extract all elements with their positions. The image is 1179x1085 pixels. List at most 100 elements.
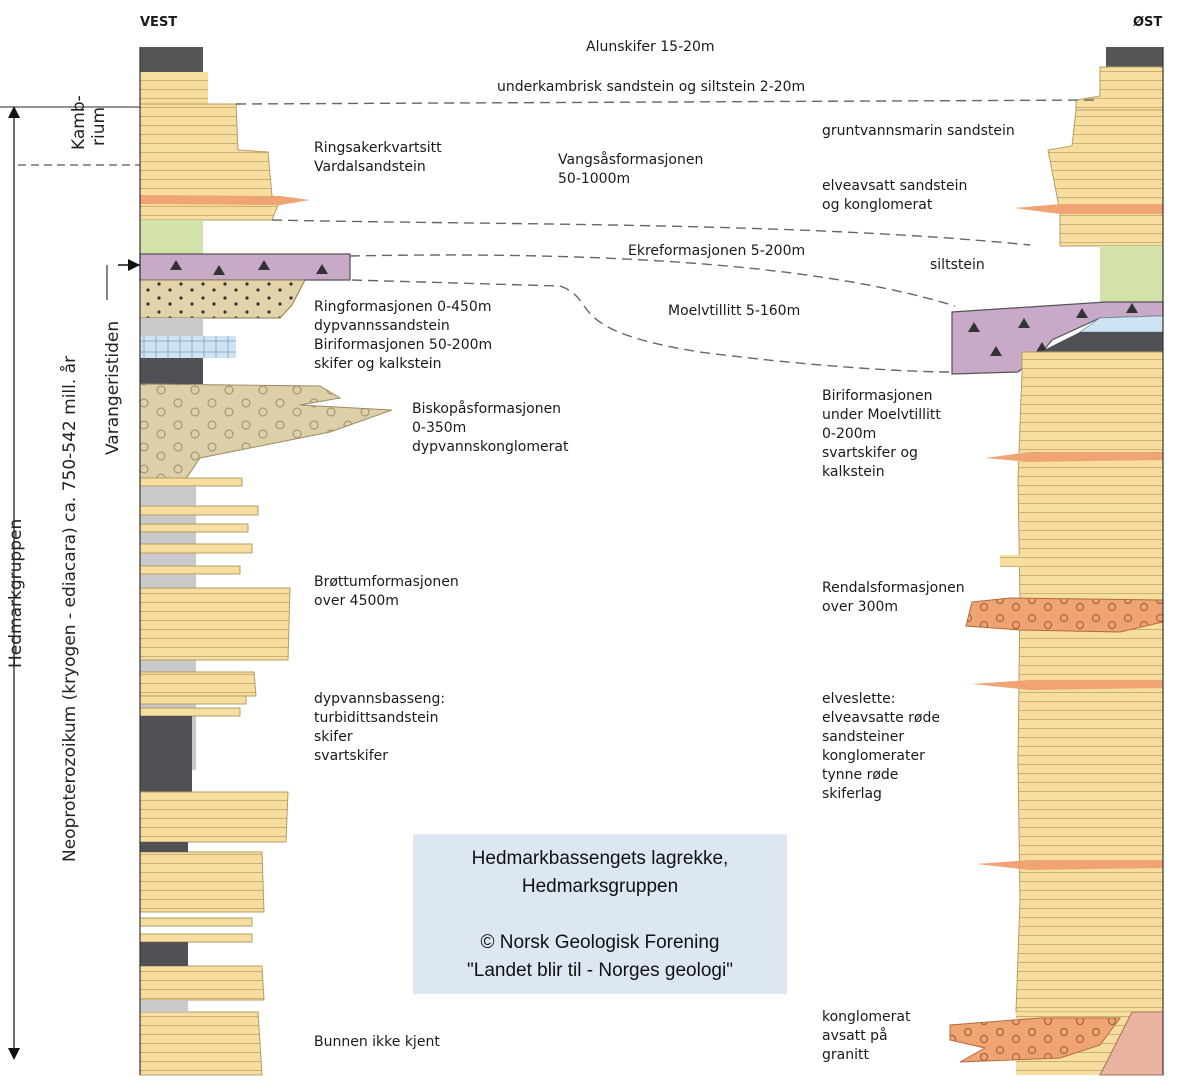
label-gruntvann: gruntvannsmarin sandstein <box>822 123 1015 139</box>
label-ringsaker-2: Vardalsandstein <box>314 159 426 175</box>
west-labels: Ringsakerkvartsitt Vardalsandstein Ringf… <box>314 140 569 1050</box>
kambrium-label-1: Kamb- <box>69 95 89 150</box>
label-vangsas-2: 50-1000m <box>558 171 630 187</box>
east-header: ØST <box>1133 15 1162 30</box>
west-biri-limestone <box>140 336 236 358</box>
west-turbidite-sandstone-beds <box>139 477 291 717</box>
label-vangsas-1: Vangsåsformasjonen <box>558 151 703 168</box>
label-biri-3: 0-200m <box>822 426 876 442</box>
neoproterozoikum-label: Neoproterozoikum (kryogen - ediacara) ca… <box>59 356 80 862</box>
label-elveslette-1: elveslette: <box>822 691 896 707</box>
label-siltstein: siltstein <box>930 257 985 273</box>
label-ring-4: skifer og kalkstein <box>314 356 442 372</box>
label-kong-3: granitt <box>822 1047 869 1063</box>
west-header: VEST <box>140 15 177 30</box>
label-alunskifer: Alunskifer 15-20m <box>586 39 715 55</box>
west-shale-thin-3 <box>140 1000 188 1012</box>
east-lower-cambrian-sandstone <box>1075 66 1164 111</box>
west-black-shale <box>140 358 203 384</box>
west-moelv-tillite <box>139 253 351 281</box>
age-axis <box>0 106 140 1060</box>
west-lower-sandstone-beds <box>139 791 289 1076</box>
label-elveavsatt-1: elveavsatt sandstein <box>822 178 967 194</box>
label-dyp-2: turbiditt­sandstein <box>314 710 438 726</box>
kambrium-label-2: rium <box>89 107 109 146</box>
east-alum-shale <box>1106 47 1163 67</box>
west-alum-shale <box>140 47 203 72</box>
arrow-right-icon <box>128 259 140 271</box>
west-shale-thin <box>140 842 188 852</box>
label-ring-1: Ringformasjonen 0-450m <box>314 299 491 315</box>
west-lower-cambrian-sandstone <box>140 72 208 104</box>
center-labels: Alunskifer 15-20m underkambrisk sandstei… <box>497 39 805 319</box>
line-vangsas-base <box>271 219 1031 246</box>
label-ring-2: dypvannssandstein <box>314 318 450 334</box>
correlation-lines <box>235 99 1101 373</box>
label-brottum-2: over 4500m <box>314 593 399 609</box>
label-brottum-1: Brøttumformasjonen <box>314 574 459 590</box>
west-lower-black-shale <box>140 716 192 794</box>
label-biri-5: kalkstein <box>822 464 885 480</box>
west-column <box>139 47 393 1076</box>
east-sandstone-bed-step <box>1000 555 1030 567</box>
line-cambrian-base <box>235 99 1101 105</box>
west-biskopas-conglomerate <box>139 383 393 481</box>
label-elveslette-4: konglomerater <box>822 748 925 764</box>
label-elveslette-3: sandsteiner <box>822 729 904 745</box>
west-shale-thin-2 <box>140 942 188 966</box>
vertical-labels: Kamb- rium Hedmarkgruppen Neoproterozoik… <box>6 95 123 862</box>
credit-spacer <box>413 901 787 929</box>
hedmarkgruppen-label: Hedmarkgruppen <box>6 519 26 668</box>
label-kong-1: konglomerat <box>822 1009 911 1025</box>
west-red-conglomerate-layer <box>140 195 310 205</box>
label-biri-2: under Moelvtillitt <box>822 407 941 423</box>
label-moelv: Moelvtillitt 5-160m <box>668 303 800 319</box>
label-kong-2: avsatt på <box>822 1027 888 1044</box>
label-ekre: Ekreformasjonen 5-200m <box>628 243 805 259</box>
east-thin-red-shale-layers <box>972 452 1163 870</box>
label-underkambrisk: underkambrisk sandstein og siltstein 2-2… <box>497 79 805 95</box>
west-tillite-clasts <box>170 260 328 275</box>
arrow-up-icon <box>8 106 20 118</box>
east-basal-conglomerate <box>949 1017 1121 1063</box>
label-elveavsatt-2: og konglomerat <box>822 197 933 213</box>
label-biskopas-2: 0-350m <box>412 420 466 436</box>
west-ring-formation-sandstone <box>139 279 306 319</box>
credit-title-1: Hedmarkbassengets lagrekke, <box>471 848 729 869</box>
east-column <box>949 47 1164 1076</box>
label-ringsaker-1: Ringsakerkvartsitt <box>314 140 442 156</box>
west-ekre-siltstone <box>140 220 203 254</box>
east-ekre-siltstone <box>1100 246 1163 302</box>
arrow-down-icon <box>8 1048 20 1060</box>
line-ekre-base <box>349 254 956 307</box>
label-elveslette-5: tynne røde <box>822 767 898 783</box>
label-dyp-1: dypvannsbasseng: <box>314 691 445 707</box>
east-biri-black-shale <box>1040 332 1163 352</box>
east-rendal-conglomerate <box>965 597 1164 633</box>
label-biri-1: Biriformasjonen <box>822 388 932 404</box>
label-rendal-1: Rendalsformasjonen <box>822 580 965 596</box>
label-dyp-4: svartskifer <box>314 748 388 764</box>
east-moelv-tillite <box>951 301 1164 375</box>
east-red-conglomerate-layer <box>1014 204 1163 214</box>
label-bunnen: Bunnen ikke kjent <box>314 1034 440 1050</box>
label-biskopas-3: dypvannskonglomerat <box>412 439 569 455</box>
label-biskopas-1: Biskopåsformasjonen <box>412 400 561 417</box>
credit-copyright: © Norsk Geologisk Forening <box>480 932 720 953</box>
label-dyp-3: skifer <box>314 729 353 745</box>
east-shallow-marine-sandstone <box>1047 109 1164 247</box>
credit-box: Hedmarkbassengets lagrekke, Hedmarksgrup… <box>413 834 787 994</box>
credit-title-2: Hedmarksgruppen <box>521 876 679 897</box>
label-ring-3: Biriformasjonen 50-200m <box>314 337 492 353</box>
west-biri-shale <box>140 318 203 336</box>
label-elveslette-2: elveavsatte røde <box>822 710 940 726</box>
label-elveslette-6: skiferlag <box>822 786 882 802</box>
east-labels: gruntvannsmarin sandstein elveavsatt san… <box>822 123 1015 1063</box>
label-rendal-2: over 300m <box>822 599 898 615</box>
varangeristiden-label: Varangeristiden <box>103 321 123 455</box>
label-biri-4: svartskifer og <box>822 445 918 461</box>
credit-source: "Landet blir til - Norges geologi" <box>467 960 733 981</box>
line-moelv-base <box>351 279 953 373</box>
